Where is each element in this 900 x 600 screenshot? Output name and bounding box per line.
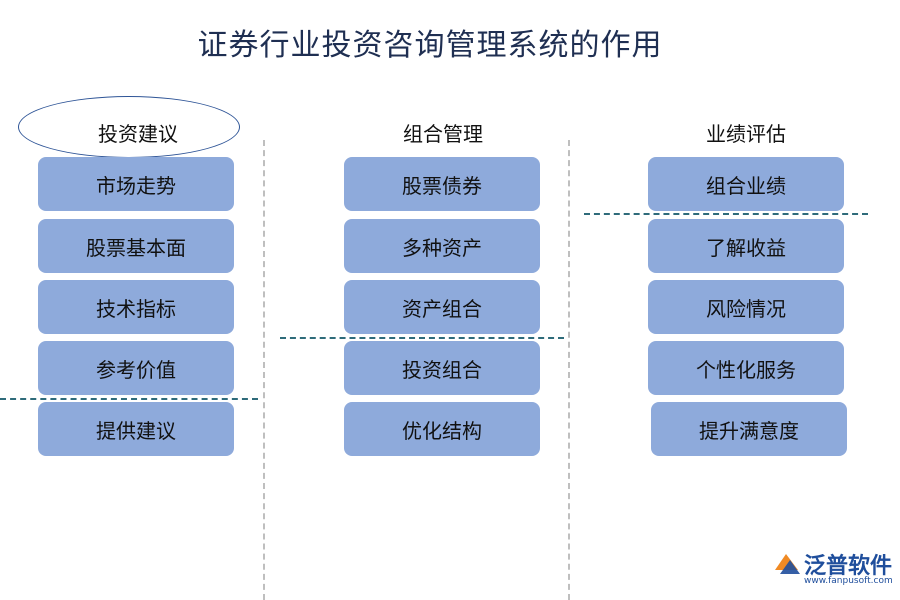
separator-performance-evaluation [584,213,868,215]
box-understand-returns: 了解收益 [648,219,844,273]
logo-url: www.fanpusoft.com [804,576,893,586]
column-divider-left [263,140,265,600]
column-header-performance-evaluation: 业绩评估 [706,122,786,146]
box-risk-situation: 风险情况 [648,280,844,334]
separator-investment-advice [0,398,258,400]
column-header-investment-advice: 投资建议 [98,122,178,146]
column-header-portfolio-management: 组合管理 [403,122,483,146]
box-asset-allocation: 资产组合 [344,280,540,334]
box-stocks-bonds: 股票债券 [344,157,540,211]
box-technical-indicators: 技术指标 [38,280,234,334]
box-provide-advice: 提供建议 [38,402,234,456]
box-optimize-structure: 优化结构 [344,402,540,456]
box-portfolio-performance: 组合业绩 [648,157,844,211]
box-improve-satisfaction: 提升满意度 [651,402,847,456]
separator-portfolio-management [280,337,564,339]
box-market-trend: 市场走势 [38,157,234,211]
page-title: 证券行业投资咨询管理系统的作用 [197,28,663,63]
box-reference-value: 参考价值 [38,341,234,395]
column-divider-right [568,140,570,600]
box-personalized-service: 个性化服务 [648,341,844,395]
box-multiple-assets: 多种资产 [344,219,540,273]
logo-name: 泛普软件 [804,553,893,579]
logo-mark-icon [775,554,800,574]
brand-logo: 泛普软件 www.fanpusoft.com [772,548,893,592]
box-investment-portfolio: 投资组合 [344,341,540,395]
box-stock-fundamentals: 股票基本面 [38,219,234,273]
